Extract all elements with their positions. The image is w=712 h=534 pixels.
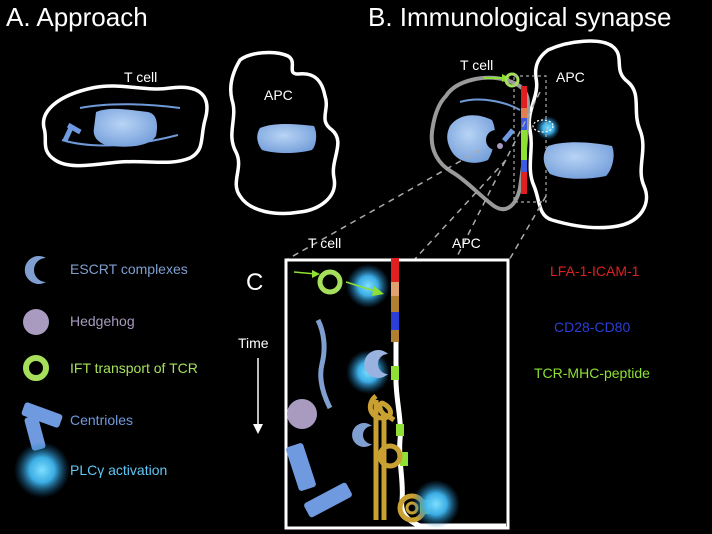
tcr-segment bbox=[391, 366, 399, 380]
t-cell-label-a: T cell bbox=[124, 69, 157, 85]
centriole-icon bbox=[24, 415, 46, 451]
apc-label-a: APC bbox=[264, 87, 293, 103]
legend: ESCRT complexes Hedgehog IFT transport o… bbox=[14, 255, 198, 498]
time-arrowhead bbox=[253, 424, 263, 434]
molecule-legend: LFA-1-ICAM-1 CD28-CD80 TCR-MHC-peptide bbox=[534, 263, 650, 381]
plc-glow-icon bbox=[412, 480, 460, 528]
legend-label: ESCRT complexes bbox=[70, 261, 188, 277]
centriole-icon bbox=[304, 482, 352, 518]
segment bbox=[391, 282, 399, 296]
plc-glow-icon bbox=[536, 116, 560, 140]
molecule-label: LFA-1-ICAM-1 bbox=[550, 263, 640, 279]
centriole-icon bbox=[286, 443, 316, 491]
segment bbox=[391, 330, 399, 342]
cd28-segment bbox=[391, 312, 399, 330]
apc-label-c: APC bbox=[452, 235, 481, 251]
zoom-line bbox=[507, 195, 547, 263]
hedgehog-icon bbox=[497, 143, 503, 149]
time-label: Time bbox=[238, 335, 269, 351]
t-cell-label-b: T cell bbox=[460, 57, 493, 73]
zoom-box bbox=[513, 75, 547, 203]
hedgehog-icon bbox=[23, 309, 49, 335]
panel-b: APC T cell bbox=[429, 39, 649, 230]
escrt-icon bbox=[352, 423, 372, 447]
t-cell-outline bbox=[41, 84, 209, 168]
lfa1-segment bbox=[521, 172, 527, 194]
apc-outline bbox=[228, 50, 340, 216]
panel-c: C T cell APC bbox=[246, 235, 510, 530]
molecule-label: CD28-CD80 bbox=[554, 319, 630, 335]
t-cell-nucleus bbox=[93, 108, 158, 147]
cd28-segment bbox=[521, 160, 527, 172]
tcr-segment bbox=[521, 130, 527, 160]
apc-nucleus bbox=[257, 124, 317, 153]
legend-label: Hedgehog bbox=[70, 313, 135, 329]
panel-b-title: B. Immunological synapse bbox=[368, 2, 671, 32]
plc-glow-icon bbox=[14, 442, 70, 498]
microtubule bbox=[315, 318, 333, 410]
panel-a-t-cell: T cell bbox=[41, 69, 209, 168]
ift-ring-icon bbox=[317, 269, 343, 295]
legend-label: Centrioles bbox=[70, 412, 133, 428]
apc-nucleus-b bbox=[543, 142, 614, 179]
legend-label: IFT transport of TCR bbox=[70, 360, 198, 376]
vesicle-cluster bbox=[532, 119, 554, 133]
zoom-line bbox=[285, 149, 481, 261]
segment bbox=[391, 296, 399, 312]
apc-outline-b bbox=[527, 39, 649, 230]
tcr-segment bbox=[400, 452, 408, 466]
centriole-icon bbox=[66, 122, 82, 135]
microtubule bbox=[459, 98, 521, 111]
legend-label: PLCγ activation bbox=[70, 462, 167, 478]
lfa1-segment bbox=[391, 258, 399, 282]
ift-arrowhead bbox=[312, 270, 320, 278]
ift-ring-icon bbox=[504, 72, 520, 88]
centriole-icon bbox=[501, 128, 515, 143]
panel-c-title: C bbox=[246, 269, 263, 296]
panel-a-apc: APC bbox=[228, 50, 340, 216]
segment bbox=[521, 108, 527, 118]
golgi-stack bbox=[367, 394, 396, 520]
tcr-segment bbox=[396, 424, 404, 436]
escrt-icon bbox=[364, 350, 388, 378]
escrt-icon bbox=[24, 255, 46, 284]
golgi-vesicle bbox=[377, 443, 403, 469]
ift-arrow bbox=[345, 281, 379, 293]
microtubule bbox=[79, 103, 181, 109]
t-cell-nucleus-b bbox=[447, 115, 495, 163]
hedgehog-icon bbox=[287, 399, 317, 429]
centriole-icon bbox=[21, 402, 63, 428]
lfa1-segment bbox=[521, 86, 527, 108]
time-axis: Time bbox=[238, 335, 269, 434]
ift-ring-icon bbox=[23, 355, 49, 381]
ift-arrowhead bbox=[372, 286, 384, 296]
molecule-label: TCR-MHC-peptide bbox=[534, 365, 650, 381]
plc-glow-icon bbox=[346, 264, 390, 308]
apc-label-b: APC bbox=[556, 69, 585, 85]
nucleus-indent bbox=[486, 130, 506, 150]
t-cell-label-c: T cell bbox=[308, 235, 341, 251]
panel-a-title: A. Approach bbox=[6, 2, 148, 32]
